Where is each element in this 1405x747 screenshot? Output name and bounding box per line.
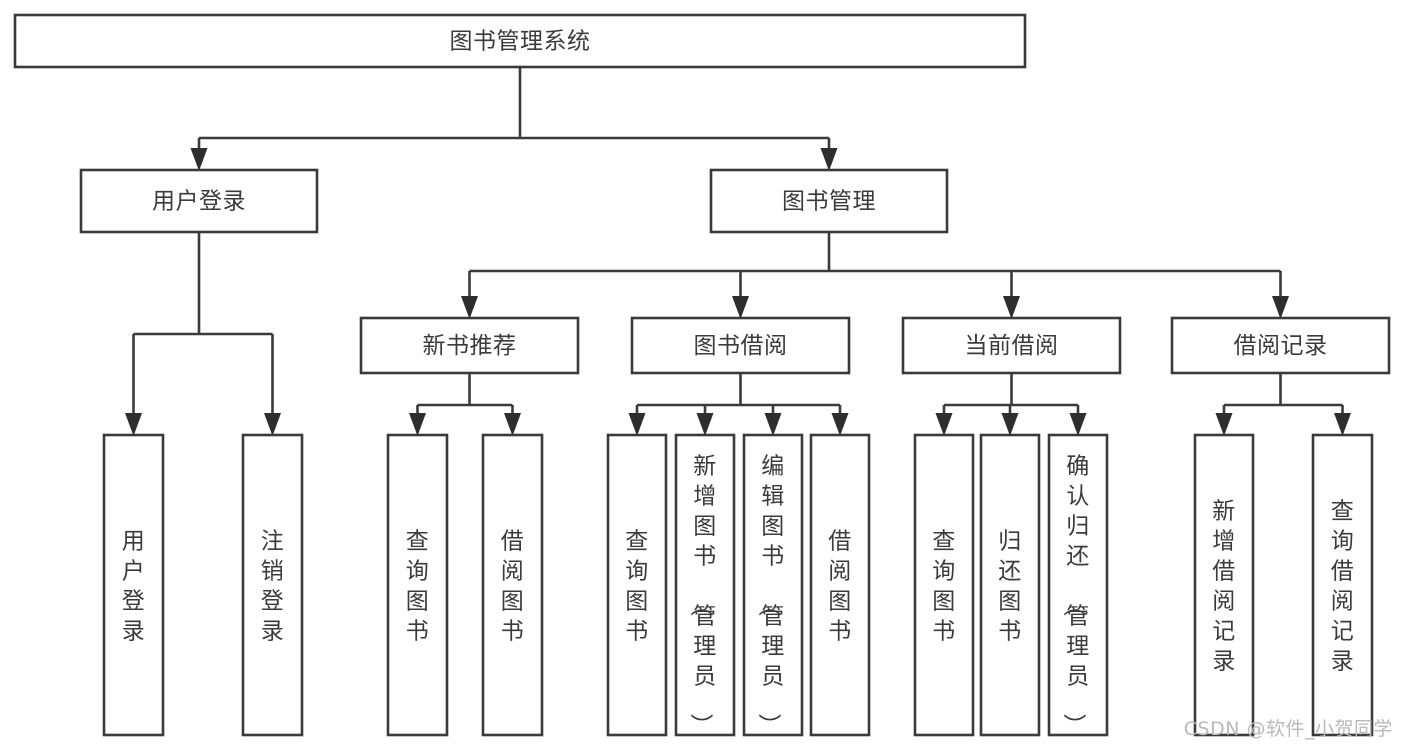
arrow-head-icon: [1334, 413, 1351, 436]
node-borrow-record[interactable]: 借阅记录: [1170, 316, 1391, 375]
node-label-current-borrow: 当前借阅: [965, 333, 1059, 359]
node-box-borrow-record[interactable]: [1170, 316, 1391, 375]
node-label-borrow-record: 借阅记录: [1234, 333, 1328, 359]
node-leaf-query-book-1[interactable]: 查询图书: [386, 433, 449, 737]
node-leaf-query-book-2[interactable]: 查询图书: [606, 433, 668, 737]
node-leaf-borrow-book-1[interactable]: 借阅图书: [481, 433, 544, 737]
edge-group-user-login: [125, 232, 281, 436]
edge-group-book-manage: [461, 232, 1289, 319]
arrow-head-icon: [461, 296, 478, 319]
node-box-leaf-query-book-1[interactable]: [386, 433, 449, 737]
arrow-head-icon: [1001, 413, 1019, 436]
node-user-login[interactable]: 用户登录: [79, 168, 319, 234]
arrow-head-icon: [628, 413, 646, 436]
node-label-leaf-logout: 注销登录: [261, 528, 285, 644]
arrow-head-icon: [1272, 296, 1289, 319]
edges-layer: [125, 67, 1351, 436]
node-leaf-query-book-3[interactable]: 查询图书: [913, 433, 975, 737]
nodes-layer: 图书管理系统用户登录图书管理新书推荐图书借阅当前借阅借阅记录用户登录注销登录查询…: [13, 13, 1391, 737]
node-box-leaf-query-book-3[interactable]: [913, 433, 975, 737]
node-box-book-borrow[interactable]: [630, 316, 851, 375]
node-label-leaf-user-login: 用户登录: [122, 528, 146, 644]
node-box-root[interactable]: [13, 13, 1027, 69]
edge-group-root: [190, 67, 838, 171]
edge-group-book-borrow: [628, 373, 849, 436]
node-box-leaf-add-record[interactable]: [1193, 433, 1255, 737]
node-label-book-manage: 图书管理: [782, 189, 876, 215]
node-leaf-user-login[interactable]: 用户登录: [102, 433, 165, 737]
arrow-head-icon: [820, 148, 838, 171]
arrow-head-icon: [935, 413, 953, 436]
node-box-leaf-query-record[interactable]: [1311, 433, 1374, 737]
edge-group-current-borrow: [935, 373, 1087, 436]
edge-group-borrow-record: [1215, 373, 1351, 436]
node-box-leaf-borrow-book-1[interactable]: [481, 433, 544, 737]
node-box-new-book-rec[interactable]: [359, 316, 580, 375]
node-box-leaf-add-book[interactable]: [674, 433, 736, 737]
node-label-leaf-borrow-book-1: 借阅图书: [501, 528, 525, 644]
node-label-leaf-borrow-book-2: 借阅图书: [828, 528, 852, 644]
node-label-new-book-rec: 新书推荐: [423, 333, 517, 359]
node-label-leaf-return-book: 归还图书: [998, 528, 1022, 644]
node-book-borrow[interactable]: 图书借阅: [630, 316, 851, 375]
node-label-leaf-add-book: 新增图书（管理员）: [687, 453, 717, 737]
node-leaf-borrow-book-2[interactable]: 借阅图书: [809, 433, 871, 737]
node-leaf-return-book[interactable]: 归还图书: [979, 433, 1041, 737]
node-root[interactable]: 图书管理系统: [13, 13, 1027, 69]
node-new-book-rec[interactable]: 新书推荐: [359, 316, 580, 375]
arrow-head-icon: [1003, 296, 1020, 319]
node-box-leaf-query-book-2[interactable]: [606, 433, 668, 737]
arrow-head-icon: [696, 413, 714, 436]
csdn-watermark: CSDN @软件_小贺同学: [1183, 718, 1393, 740]
node-label-leaf-confirm-return: 确认归还（管理员）: [1060, 453, 1090, 737]
node-box-book-manage[interactable]: [709, 168, 949, 234]
arrow-head-icon: [732, 296, 749, 319]
node-label-leaf-query-book-1: 查询图书: [406, 528, 430, 644]
arrow-head-icon: [1215, 413, 1233, 436]
node-leaf-confirm-return[interactable]: 确认归还（管理员）: [1047, 433, 1109, 737]
node-label-leaf-edit-book: 编辑图书（管理员）: [755, 453, 785, 737]
arrow-head-icon: [264, 413, 281, 436]
node-leaf-add-record[interactable]: 新增借阅记录: [1193, 433, 1255, 737]
node-label-leaf-add-record: 新增借阅记录: [1212, 498, 1236, 674]
node-box-leaf-borrow-book-2[interactable]: [809, 433, 871, 737]
arrow-head-icon: [1069, 413, 1087, 436]
node-book-manage[interactable]: 图书管理: [709, 168, 949, 234]
edge-group-new-book-rec: [409, 373, 521, 436]
node-leaf-edit-book[interactable]: 编辑图书（管理员）: [742, 433, 804, 737]
node-box-leaf-logout[interactable]: [241, 433, 304, 737]
arrow-head-icon: [190, 148, 208, 171]
node-box-current-borrow[interactable]: [901, 316, 1122, 375]
arrow-head-icon: [125, 413, 142, 436]
arrow-head-icon: [831, 413, 849, 436]
arrow-head-icon: [504, 413, 521, 436]
arrow-head-icon: [764, 413, 782, 436]
node-leaf-logout[interactable]: 注销登录: [241, 433, 304, 737]
node-label-user-login: 用户登录: [152, 189, 246, 215]
node-box-leaf-user-login[interactable]: [102, 433, 165, 737]
arrow-head-icon: [409, 413, 426, 436]
node-label-book-borrow: 图书借阅: [694, 333, 788, 359]
node-box-leaf-confirm-return[interactable]: [1047, 433, 1109, 737]
node-label-leaf-query-book-3: 查询图书: [932, 528, 956, 644]
node-label-leaf-query-book-2: 查询图书: [625, 528, 649, 644]
node-label-root: 图书管理系统: [450, 29, 591, 55]
node-box-user-login[interactable]: [79, 168, 319, 234]
node-current-borrow[interactable]: 当前借阅: [901, 316, 1122, 375]
node-leaf-query-record[interactable]: 查询借阅记录: [1311, 433, 1374, 737]
node-box-leaf-edit-book[interactable]: [742, 433, 804, 737]
node-box-leaf-return-book[interactable]: [979, 433, 1041, 737]
node-leaf-add-book[interactable]: 新增图书（管理员）: [674, 433, 736, 737]
node-label-leaf-query-record: 查询借阅记录: [1331, 498, 1355, 674]
